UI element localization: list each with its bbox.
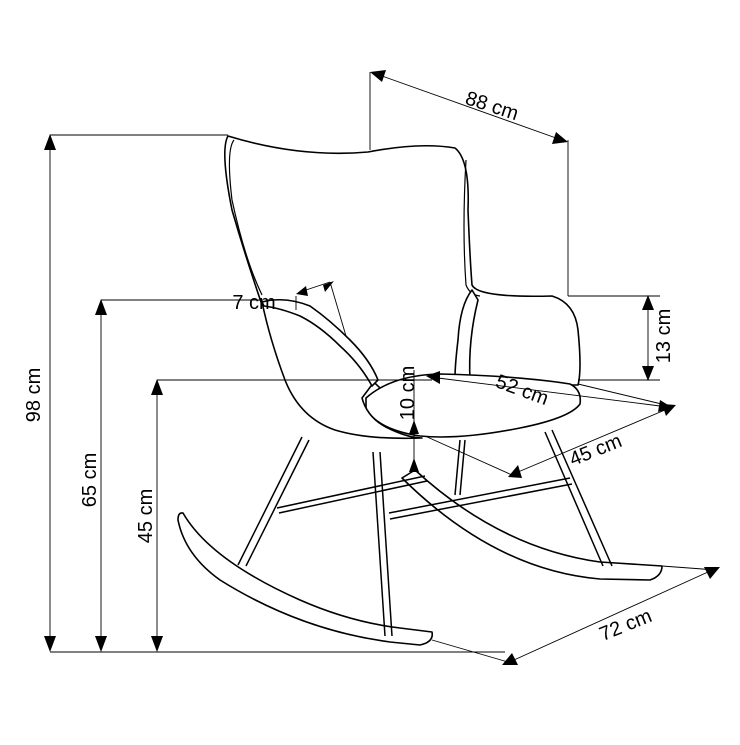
ext-7-b: [329, 281, 347, 337]
arrow-72-right: [704, 567, 720, 579]
label-armrest-height: 65 cm: [79, 453, 101, 507]
cross-stretcher: [388, 477, 573, 520]
front-rocker: [177, 512, 434, 646]
arrow-65-bottom: [95, 636, 107, 652]
arrow-88-left: [370, 70, 386, 82]
rear-rocker: [401, 469, 663, 581]
dim-line-width: [381, 75, 557, 139]
arrow-65-top: [95, 299, 107, 315]
label-width: 88 cm: [463, 87, 522, 125]
arrow-13-bottom: [642, 366, 654, 381]
arrow-72-left: [502, 653, 518, 665]
label-armrest-width: 7 cm: [232, 292, 275, 314]
label-seat-thickness: 10 cm: [397, 366, 419, 420]
arrow-10-top: [409, 420, 419, 434]
label-depth: 72 cm: [596, 605, 655, 646]
ext-52-right: [577, 383, 671, 407]
arrow-7-right: [323, 281, 334, 292]
arrow-45-bottom: [151, 636, 163, 652]
arrow-13-top: [642, 295, 654, 310]
label-total-height: 98 cm: [23, 368, 45, 422]
arrow-45-seat-right: [662, 404, 676, 416]
arrowheads: [44, 70, 720, 665]
arrow-45-seat-left: [508, 465, 522, 478]
label-seat-height: 45 cm: [135, 489, 157, 543]
arrow-98-bottom: [44, 636, 56, 652]
dim-line-depth: [513, 571, 709, 661]
ext-72-left: [431, 639, 509, 663]
rocking-chair: [177, 135, 663, 646]
label-armrest-above-seat: 13 cm: [653, 309, 675, 363]
arrow-45-top: [151, 379, 163, 395]
arrow-10-bottom: [409, 458, 419, 472]
arrow-88-right: [552, 132, 568, 144]
ext-45-seat: [424, 435, 513, 476]
side-stretcher: [276, 475, 428, 514]
label-seat-depth: 45 cm: [566, 430, 625, 471]
front-legs: [237, 436, 393, 637]
dim-line-seat-width: [437, 377, 661, 407]
right-armrest: [454, 289, 479, 381]
dim-line-seat-depth: [517, 409, 666, 473]
left-armrest-top: [261, 298, 379, 387]
rear-legs: [454, 429, 613, 567]
arrow-7-left: [296, 286, 308, 296]
arrow-52-left: [426, 371, 440, 384]
arrow-98-top: [44, 134, 56, 150]
